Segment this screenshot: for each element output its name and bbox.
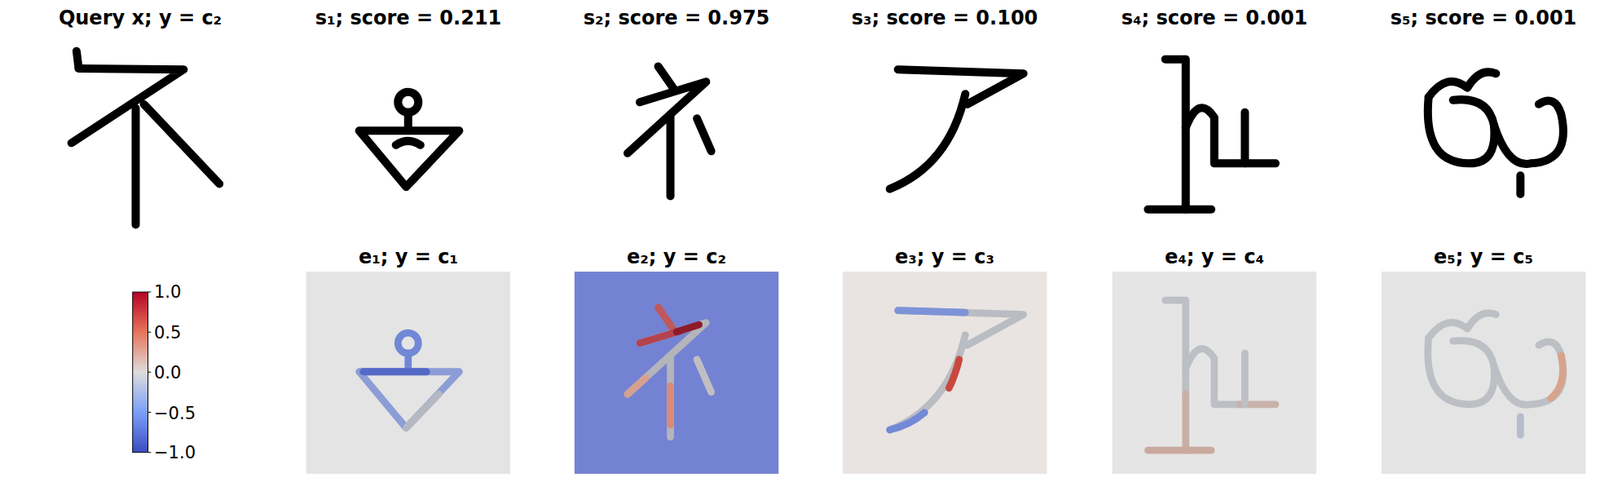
heatmap-ground [574,271,779,474]
glyph-stroke [1428,312,1497,339]
support-glyph [1147,59,1275,210]
support-glyph [1428,71,1564,194]
glyph-stroke [1428,71,1497,97]
glyph-stroke [666,355,675,437]
panel-title: Query x; y = c₂ [58,7,222,31]
panel-title: s₅; score = 0.001 [1390,7,1578,31]
glyph-stroke [396,112,421,146]
glyph-stroke [665,114,675,196]
glyph-stroke [657,66,675,90]
glyph-stroke [1516,416,1525,436]
glyph-stroke [890,334,966,430]
glyph-stroke [1185,348,1240,405]
glyph-stroke [1428,96,1495,164]
glyph-stroke [1165,59,1186,210]
panel-title: e₅; y = c₅ [1433,246,1534,269]
panel-title: s₂; score = 0.975 [583,7,771,31]
glyph-stroke [1494,101,1564,164]
glyph-stroke [696,118,712,151]
glyph-stroke [363,367,428,375]
panel-title: e₂; y = c₂ [626,246,727,269]
glyph-stroke [627,377,647,394]
heatmap-ground [1381,271,1586,474]
support-glyph [359,92,460,187]
heatmap-ground [306,271,511,474]
glyph-stroke [666,385,675,425]
glyph-stroke [1181,393,1190,450]
glyph-stroke [359,371,460,428]
glyph-stroke [405,393,439,428]
glyph-stroke [1494,341,1564,405]
colorbar-tick-label: 1.0 [154,282,181,302]
glyph-stroke [1165,299,1186,394]
explanation-heatmap [1112,271,1317,474]
colorbar-tick-label: 0.5 [154,322,181,343]
support-glyph [890,69,1024,189]
explanation-heatmap [574,271,779,474]
colorbar-tick-label: −0.5 [154,403,196,424]
heatmap-ground [1112,271,1317,474]
glyph-stroke [1428,337,1495,404]
glyph-stroke [890,93,966,189]
glyph-stroke [890,412,926,430]
glyph-stroke [1185,107,1276,164]
glyph-stroke [676,324,700,332]
glyph-stroke [144,104,221,185]
glyph-stroke [1241,352,1249,405]
glyph-stroke [948,359,960,388]
glyph-stroke [1551,355,1564,399]
colorbar-gradient [132,291,149,453]
colorbar-ticks [148,291,152,453]
support-glyph [627,66,712,196]
heatmap-ground [842,271,1047,474]
glyph-stroke [1147,205,1212,214]
panel-title: s₄; score = 0.001 [1121,7,1309,31]
panel-title: e₄; y = c₄ [1164,246,1265,269]
colorbar [132,291,152,453]
glyph-stroke [131,108,140,225]
explanation-heatmap [1381,271,1586,474]
explanation-heatmap [842,271,1047,474]
glyph-stroke [696,359,712,393]
panel-title: s₁; score = 0.211 [315,7,503,31]
query-glyph [71,51,221,225]
glyph-stroke [898,310,966,313]
panel-title: s₃; score = 0.100 [851,7,1039,31]
glyph-stroke [1240,112,1249,164]
panel-title: e₃; y = c₃ [894,246,995,269]
colorbar-tick-label: −1.0 [154,442,196,463]
explanation-heatmap [306,271,511,474]
glyph-stroke [1516,175,1525,194]
glyph-stroke [657,307,675,331]
panel-title: e₁; y = c₁ [358,246,459,269]
colorbar-tick-label: 0.0 [154,362,181,383]
glyph-stroke [1147,446,1212,454]
